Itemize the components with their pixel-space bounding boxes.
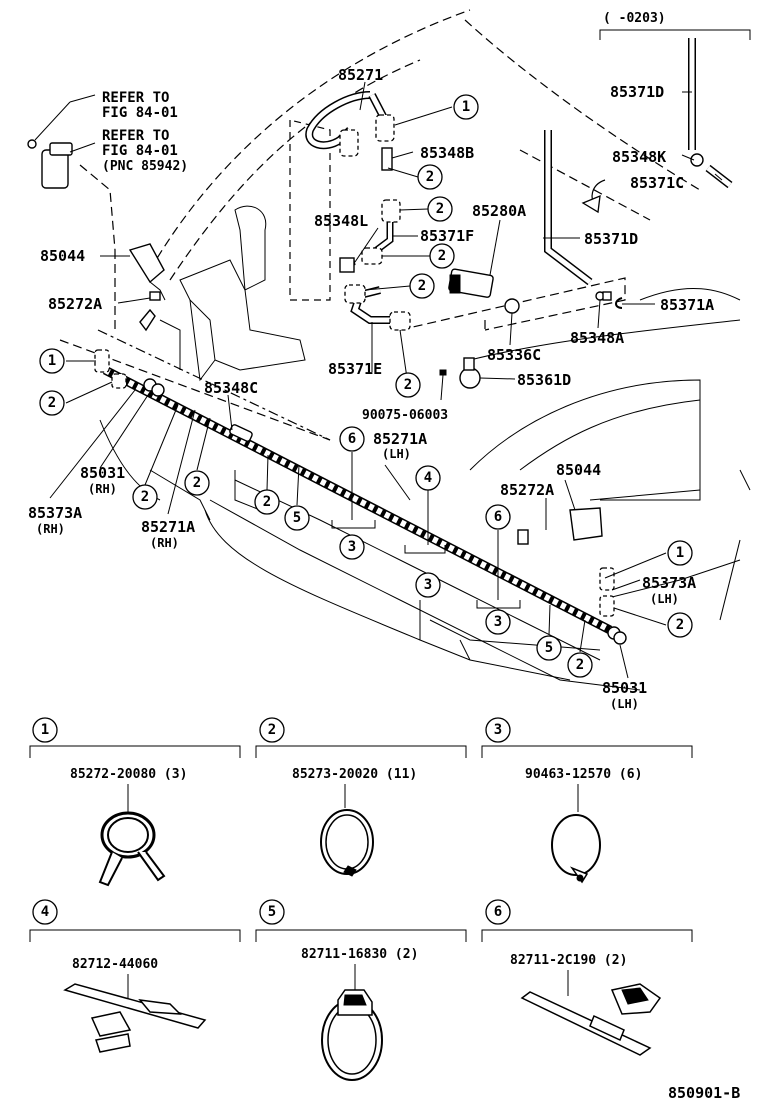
svg-text:6: 6 [348,431,356,447]
legend-panel-6: 6 82711-2C190 (2) [481,899,693,1056]
label-85272A-left: 85272A [48,295,102,313]
figure-code: 850901-B [668,1084,740,1102]
label-85371F: 85371F [420,227,474,245]
svg-text:3: 3 [494,722,502,738]
svg-text:2: 2 [436,201,444,217]
label-85031-lh: 85031 [602,679,647,697]
legend-panel-5: 5 82711-16830 (2) [255,899,467,1081]
hose-clip-type-1-icon [98,811,166,887]
part-labels: ( -0203) 85271 85348B 85371D 85348K 8537… [28,11,751,711]
label-85371D-mid: 85371D [584,230,638,248]
label-85373A-rh-side: (RH) [36,522,65,536]
svg-text:3: 3 [348,539,356,555]
svg-text:1: 1 [676,545,684,561]
label-85371A: 85371A [660,296,714,314]
svg-text:85273-20020 (11): 85273-20020 (11) [292,767,417,782]
svg-text:1: 1 [48,353,56,369]
hose-bracket-clip-icon [520,983,662,1056]
hose-clamp [459,367,481,389]
legend-panel-3: 3 90463-12570 (6) [481,717,693,884]
label-85348K: 85348K [612,148,666,166]
date-range: ( -0203) [603,11,666,26]
svg-text:2: 2 [268,722,276,738]
label-85271: 85271 [338,66,383,84]
label-85373A-rh: 85373A [28,504,82,522]
svg-text:2: 2 [404,377,412,393]
leader-lines [34,81,723,679]
diagram-callouts: 1 2 2 2 2 2 1 2 2 2 2 5 6 3 4 3 6 3 5 2 … [39,94,693,678]
svg-text:6: 6 [494,509,502,525]
svg-text:82711-2C190 (2): 82711-2C190 (2) [510,953,627,968]
label-85348C: 85348C [204,379,258,397]
svg-text:4: 4 [41,904,49,920]
svg-text:1: 1 [462,99,470,115]
label-85348L: 85348L [314,212,368,230]
svg-text:2: 2 [676,617,684,633]
svg-text:5: 5 [268,904,276,920]
label-85271A-rh: 85271A [141,518,195,536]
label-85031-rh: 85031 [80,464,125,482]
clamp-bracket-icon [63,983,207,1053]
label-85373A-lh: 85373A [642,574,696,592]
svg-text:85272-20080 (3): 85272-20080 (3) [70,767,187,782]
svg-text:2: 2 [193,475,201,491]
hose-assembly [27,38,733,645]
label-85031-lh-side: (LH) [610,697,639,711]
label-85044-right: 85044 [556,461,601,479]
svg-text:82712-44060: 82712-44060 [72,957,158,972]
label-85280A: 85280A [472,202,526,220]
svg-text:1: 1 [41,722,49,738]
svg-text:2: 2 [263,494,271,510]
label-85336C: 85336C [487,346,541,364]
hose-clip-type-2-icon [320,809,374,877]
clip-1 [375,114,395,142]
svg-text:2: 2 [576,657,584,673]
label-85361D: 85361D [517,371,571,389]
legend-panel-1: 1 85272-20080 (3) [29,717,241,887]
label-85348B: 85348B [420,144,474,162]
legend-panel-2: 2 85273-20020 (11) [255,717,467,877]
label-85371C: 85371C [630,174,684,192]
refer-note-2-line2: FIG 84-01 [102,143,178,159]
label-85044-left: 85044 [40,247,85,265]
svg-text:2: 2 [141,489,149,505]
refer-note-2-line3: (PNC 85942) [102,159,188,174]
label-85348A: 85348A [570,329,624,347]
svg-text:6: 6 [494,904,502,920]
clip-2 [339,129,359,157]
label-85371E: 85371E [328,360,382,378]
hose-band-icon [551,814,601,884]
svg-text:2: 2 [418,278,426,294]
svg-text:90463-12570 (6): 90463-12570 (6) [525,767,642,782]
svg-text:3: 3 [424,577,432,593]
svg-text:2: 2 [426,169,434,185]
svg-text:5: 5 [545,640,553,656]
svg-text:4: 4 [424,470,432,486]
svg-text:5: 5 [293,510,301,526]
label-85271A-lh: 85271A [373,430,427,448]
svg-text:2: 2 [48,395,56,411]
label-85373A-lh-side: (LH) [650,592,679,606]
label-85271A-rh-side: (RH) [150,536,179,550]
refer-note-2-line1: REFER TO [102,128,169,144]
refer-note-1-line2: FIG 84-01 [102,105,178,121]
label-90075-06003: 90075-06003 [362,408,448,423]
hose-clamp-with-clip-icon [321,989,383,1081]
refer-note-1-line1: REFER TO [102,90,169,106]
svg-text:82711-16830 (2): 82711-16830 (2) [301,947,418,962]
label-85371D-top: 85371D [610,83,664,101]
label-85272A-right: 85272A [500,481,554,499]
svg-text:2: 2 [438,248,446,264]
svg-text:3: 3 [494,614,502,630]
legend-panel-4: 4 82712-44060 [29,899,241,1053]
label-85271A-lh-side: (LH) [382,447,411,461]
connector [381,147,393,171]
label-85031-rh-side: (RH) [88,482,117,496]
